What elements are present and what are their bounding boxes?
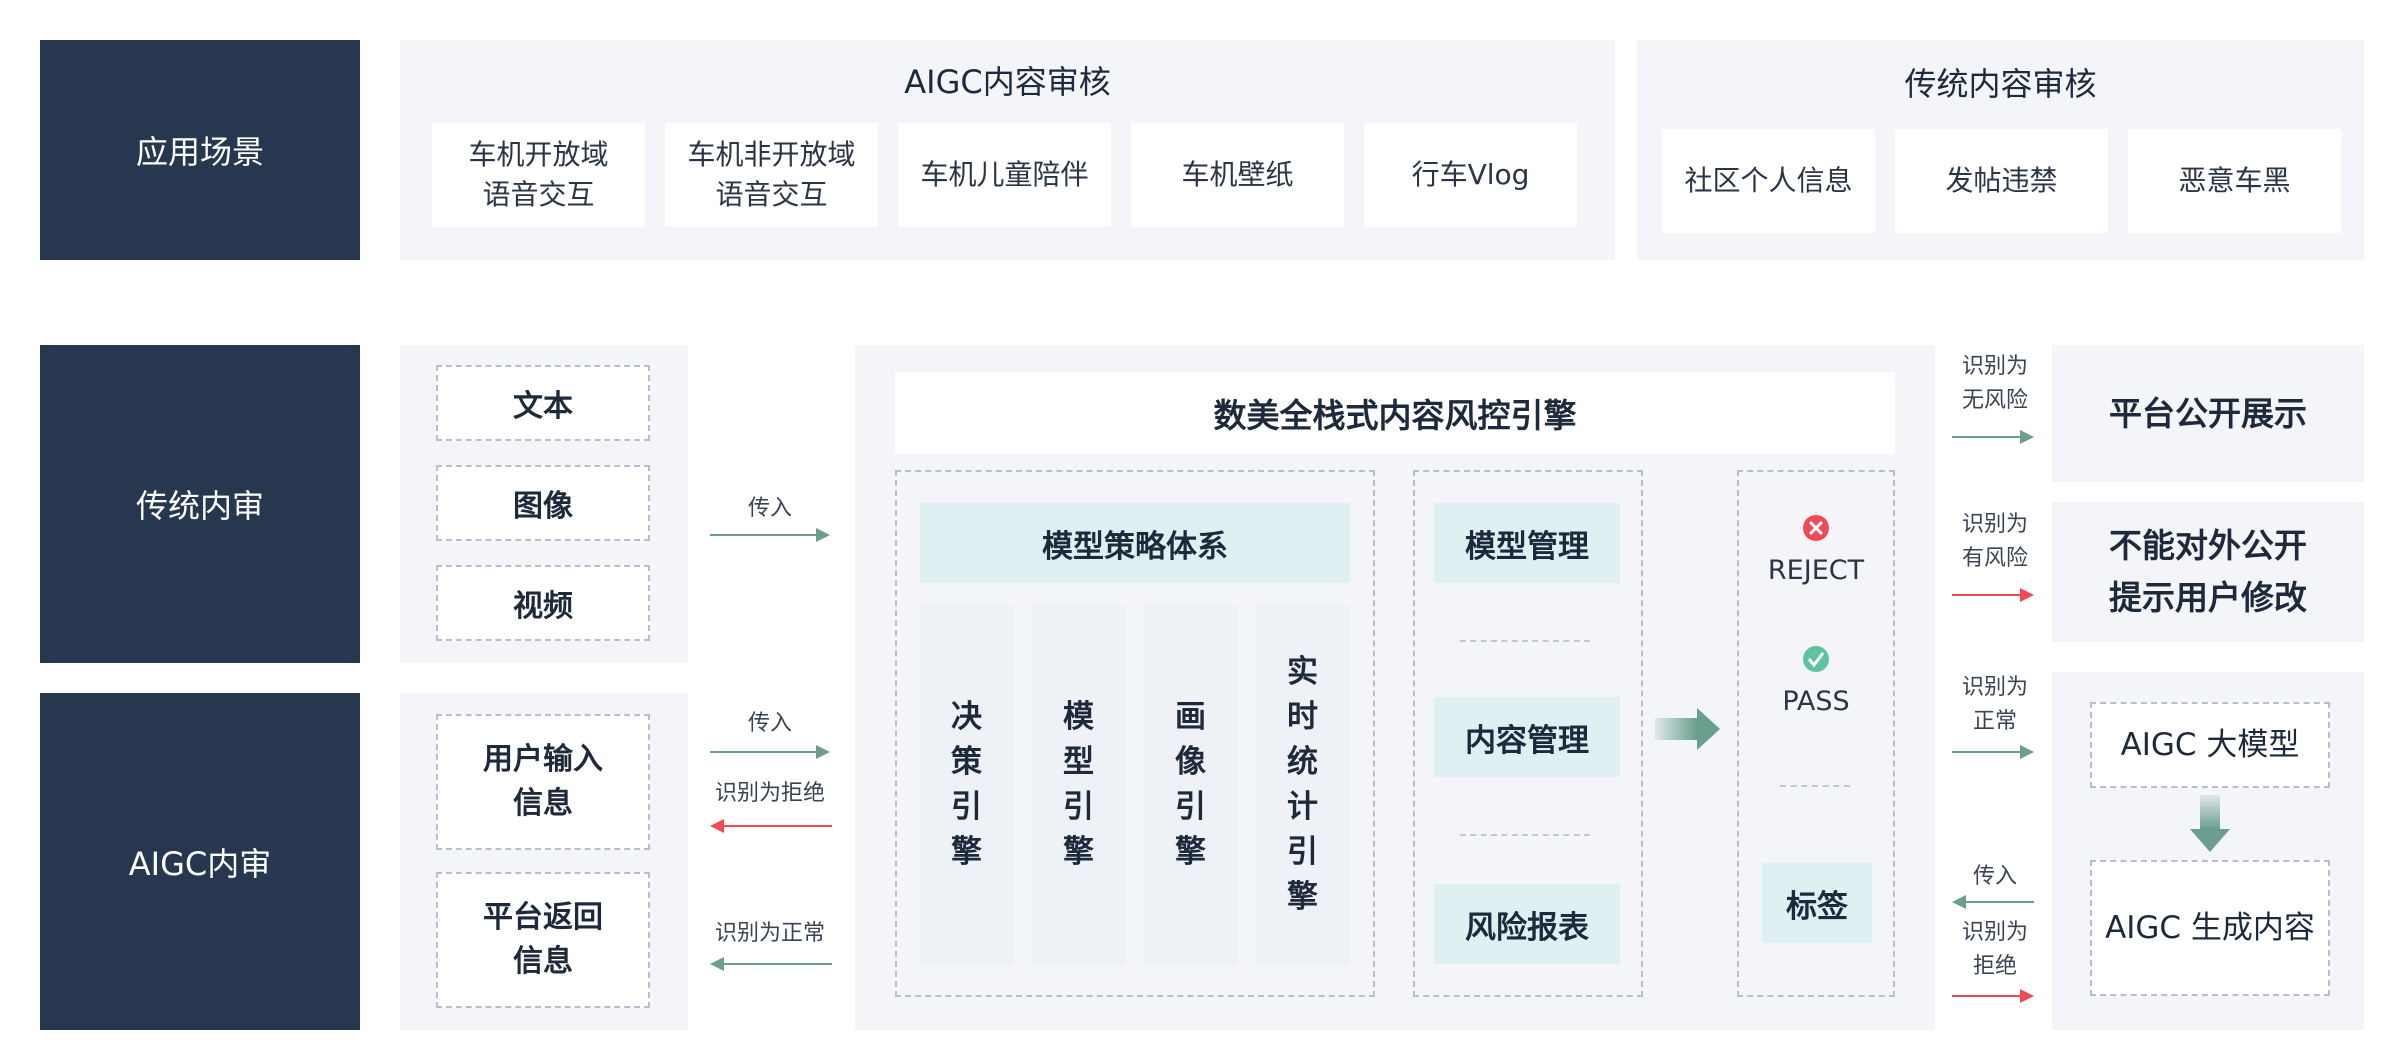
results-group (1737, 470, 1895, 997)
column-realtime-engine: 实时统计引擎 (1256, 605, 1349, 965)
arrow-is-normal (1952, 745, 2034, 759)
platform-return-line-1: 平台返回 (483, 900, 603, 935)
arrow-label-pass-in: 传入 (747, 496, 792, 521)
column-profile-engine: 画像引擎 (1144, 605, 1237, 965)
pass-icon (1803, 646, 1829, 672)
arrow-model-to-content (2190, 795, 2230, 852)
arrow-label-pass-in-2: 传入 (747, 711, 792, 736)
arrow-pass-in-3 (1952, 895, 2034, 909)
user-info-line-1: 用户输入 (483, 742, 603, 777)
trad-scene-hater: 恶意车黑 (2128, 129, 2341, 233)
user-info-line-2: 信息 (513, 786, 573, 821)
aigc-large-model: AIGC 大模型 (2090, 702, 2330, 788)
arrow-rejected (710, 819, 832, 833)
arrow-no-risk (1952, 430, 2034, 444)
result-reject: REJECT (1767, 555, 1865, 586)
output-line-1: 不能对外公开 (2109, 526, 2307, 565)
column-label: 画像引擎 (1175, 699, 1206, 870)
reject-icon (1803, 515, 1829, 541)
scene-line-1: 车机非开放域 (687, 138, 856, 171)
arrow-pass-in (710, 528, 830, 542)
arrow-to-results (1655, 708, 1720, 750)
result-pass: PASS (1782, 686, 1850, 717)
column-model-engine: 模型引擎 (1032, 605, 1125, 965)
label-line-2: 有风险 (1961, 546, 2028, 571)
label-line-1: 识别为 (1961, 512, 2028, 537)
arrow-label-has-risk: 识别为有风险 (1940, 508, 2050, 576)
arrow-label-rejected: 识别为拒绝 (714, 781, 825, 806)
scene-line-2: 语音交互 (715, 178, 828, 211)
label-line-2: 拒绝 (1972, 954, 2017, 979)
traditional-review-title: 传统内容审核 (1904, 65, 2097, 103)
label-line-1: 识别为 (1961, 920, 2028, 945)
column-label: 决策引擎 (951, 699, 982, 870)
model-management: 模型管理 (1434, 503, 1620, 583)
divider (1460, 834, 1590, 836)
arrow-label-normal: 识别为正常 (714, 921, 825, 946)
divider (1780, 785, 1850, 787)
input-user-info: 用户输入信息 (436, 714, 650, 850)
arrow-label-is-reject: 识别为拒绝 (1940, 916, 2050, 984)
engine-title: 数美全栈式内容风控引擎 (895, 372, 1895, 454)
row-label-aigc: AIGC内审 (40, 693, 360, 1030)
column-label: 实时统计引擎 (1287, 654, 1318, 915)
divider (1460, 640, 1590, 642)
aigc-generated-content: AIGC 生成内容 (2090, 860, 2330, 996)
content-management: 内容管理 (1434, 697, 1620, 777)
scene-line-1: 车机开放域 (468, 138, 609, 171)
input-video: 视频 (436, 565, 650, 641)
label-line-1: 识别为 (1961, 354, 2028, 379)
arrow-is-reject (1952, 989, 2034, 1003)
arrow-label-no-risk: 识别为无风险 (1940, 350, 2050, 418)
aigc-scene-closed-voice: 车机非开放域语音交互 (665, 123, 878, 227)
aigc-scene-child: 车机儿童陪伴 (898, 123, 1111, 227)
arrow-pass-in-2 (710, 745, 830, 759)
row-label-scene: 应用场景 (40, 40, 360, 260)
input-text: 文本 (436, 365, 650, 441)
output-line-2: 提示用户修改 (2109, 578, 2307, 617)
aigc-scene-wallpaper: 车机壁纸 (1131, 123, 1344, 227)
management-group (1413, 470, 1643, 997)
strategy-group (895, 470, 1375, 997)
platform-return-line-2: 信息 (513, 944, 573, 979)
arrow-label-is-normal: 识别为正常 (1940, 671, 2050, 739)
input-platform-return: 平台返回信息 (436, 872, 650, 1008)
result-tag: 标签 (1762, 863, 1872, 943)
label-line-1: 识别为 (1961, 675, 2028, 700)
output-no-public: 不能对外公开提示用户修改 (2052, 502, 2364, 642)
arrow-has-risk (1952, 588, 2034, 602)
aigc-scene-open-voice: 车机开放域语音交互 (432, 123, 645, 227)
aigc-scene-vlog: 行车Vlog (1364, 123, 1577, 227)
label-line-2: 无风险 (1961, 388, 2028, 413)
risk-report: 风险报表 (1434, 884, 1620, 964)
trad-scene-profile: 社区个人信息 (1662, 129, 1875, 233)
strategy-title: 模型策略体系 (920, 503, 1350, 583)
arrow-normal (710, 957, 832, 971)
arrow-label-pass-in-3: 传入 (1972, 864, 2017, 889)
column-decision-engine: 决策引擎 (920, 605, 1013, 965)
column-label: 模型引擎 (1063, 699, 1094, 870)
input-image: 图像 (436, 465, 650, 541)
label-line-2: 正常 (1972, 709, 2017, 734)
scene-line-2: 语音交互 (482, 178, 595, 211)
aigc-review-title: AIGC内容审核 (904, 63, 1111, 101)
output-public-display: 平台公开展示 (2052, 345, 2364, 482)
trad-scene-violation: 发帖违禁 (1895, 129, 2108, 233)
row-label-traditional: 传统内审 (40, 345, 360, 663)
